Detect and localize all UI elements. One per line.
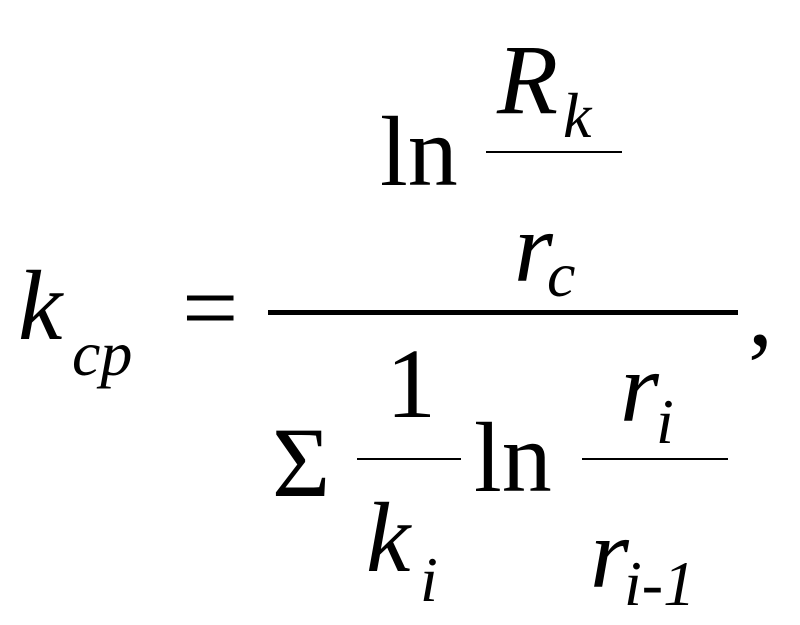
numerator-frac-top-base: R [497,24,559,135]
numerator-frac-top-subscript: k [563,80,592,151]
numerator-ln: ln [380,96,458,207]
denominator-frac1-bottom-base: k [366,482,411,593]
lhs-base: k [18,250,63,361]
numerator-frac-bottom-subscript: c [547,239,576,310]
main-fraction-bar [268,310,738,315]
denominator-frac2-top-base: r [620,332,659,443]
denominator-frac1-bottom-subscript: i [420,544,438,615]
equals-sign: = [182,252,239,363]
denominator-fraction1-bar [357,458,461,460]
denominator-ln: ln [474,402,552,513]
denominator-frac2-top-subscript: i [656,386,674,457]
denominator-fraction2-bar [582,458,728,460]
denominator-frac1-top: 1 [386,328,436,439]
denominator-frac2-bottom-base: r [590,498,629,609]
lhs-subscript: cp [72,318,133,389]
numerator-frac-bottom-base: r [514,192,553,303]
denominator-frac2-bottom-subscript: i-1 [624,548,696,619]
trailing-comma: , [748,256,773,367]
numerator-fraction-bar [486,151,622,153]
sum-sign: Σ [272,407,331,518]
